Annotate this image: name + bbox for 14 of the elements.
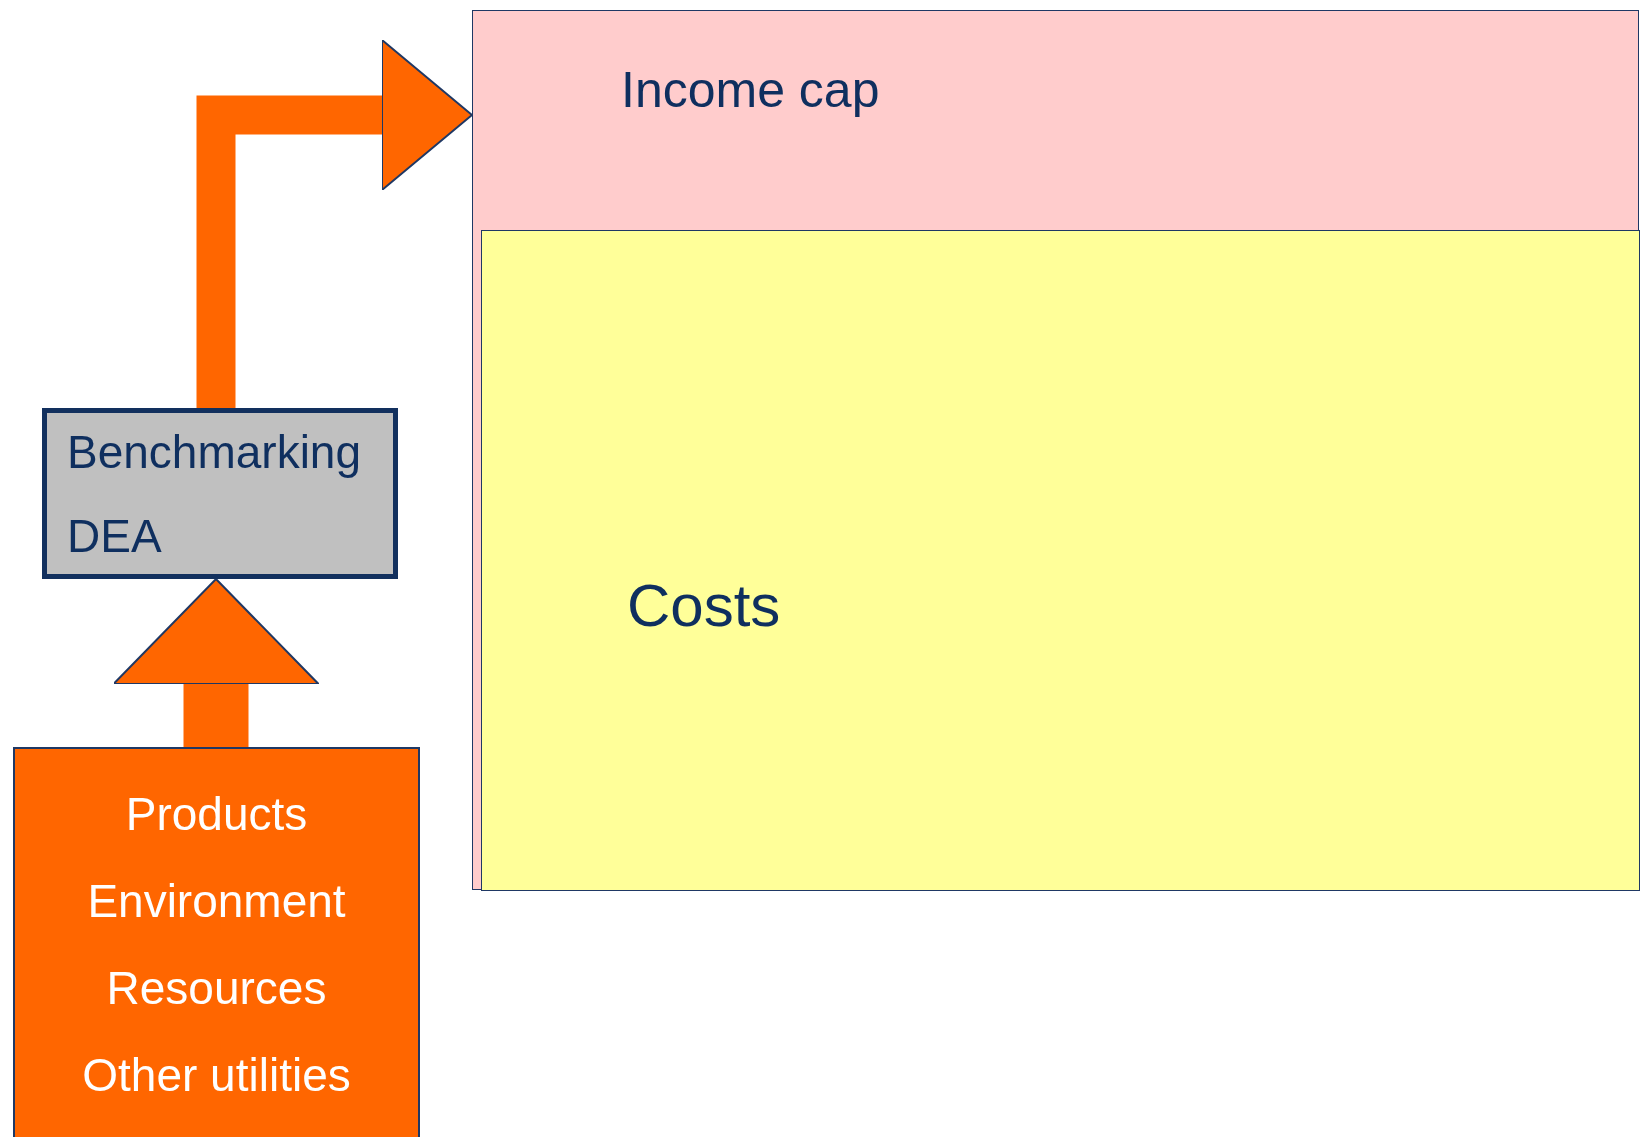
outer-panel (472, 10, 1639, 890)
box-label: Resources (105, 961, 328, 1015)
box-label: Benchmarking (67, 425, 362, 479)
panel-title: Income cap (621, 61, 880, 119)
box-label: DEA (67, 509, 162, 563)
box-label: Environment (86, 874, 347, 928)
block-arrow (112, 578, 320, 747)
input-box (13, 747, 420, 1137)
process-box (42, 408, 398, 579)
box-label: Other utilities (81, 1048, 352, 1102)
box-label: Products (124, 787, 309, 841)
block-arrow (196, 39, 473, 408)
panel-title: Costs (627, 571, 781, 640)
inner-panel (481, 230, 1640, 891)
